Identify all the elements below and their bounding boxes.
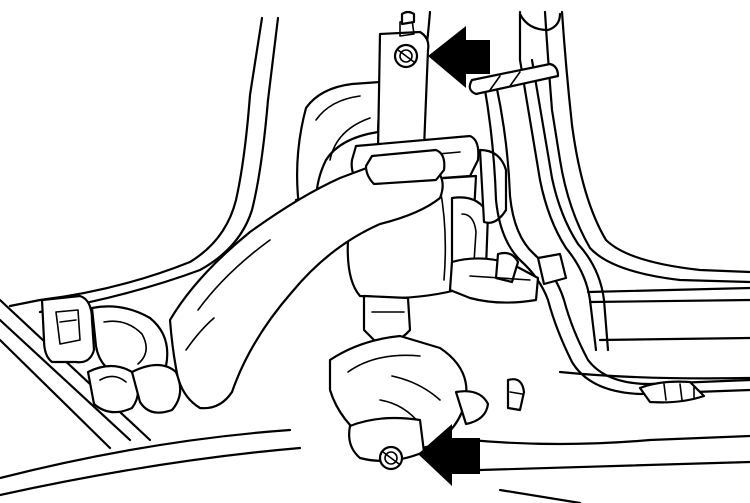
lower-bolt-arrow — [418, 424, 480, 486]
seat-belt-webbing — [168, 148, 446, 410]
retractor-housing — [346, 134, 508, 344]
wire-harness — [448, 12, 750, 404]
lower-bolt — [378, 445, 404, 471]
lower-retractor — [328, 334, 526, 462]
upper-bolt — [393, 43, 419, 69]
upper-anchor-bracket — [376, 10, 430, 152]
body-panel-outlines — [0, 10, 750, 503]
seat-trim-left — [0, 294, 182, 450]
upper-bolt-arrow — [428, 26, 490, 88]
